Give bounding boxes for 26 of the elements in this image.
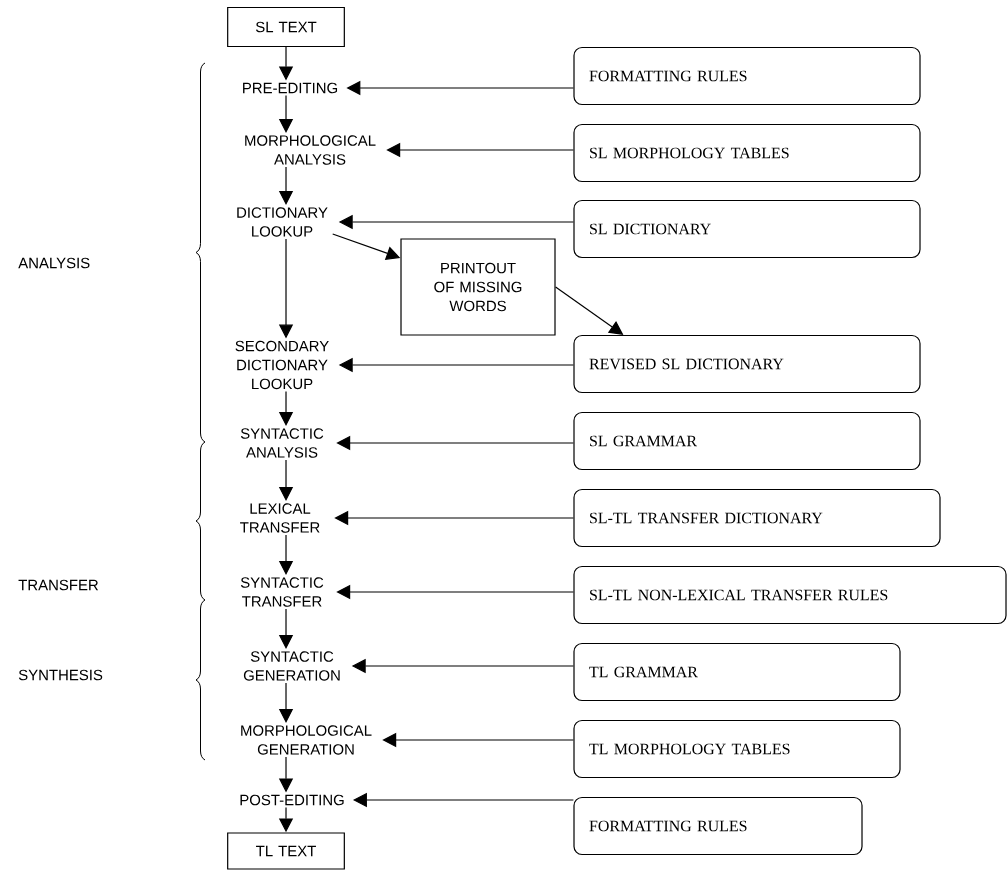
step-label: PRE-EDITING <box>243 82 338 94</box>
resource-box: SL-TL TRANSFER DICTIONARY <box>573 488 941 548</box>
step-label: LEXICAL TRANSFER <box>240 503 320 533</box>
phase-label: ANALYSIS <box>18 257 90 269</box>
text-box: TL TEXT <box>227 832 345 870</box>
step-label: SYNTACTIC GENERATION <box>243 651 340 681</box>
resource-box: SL GRAMMAR <box>573 411 921 471</box>
text-box: SL TEXT <box>227 6 345 48</box>
phase-label: TRANSFER <box>18 579 99 591</box>
resource-box: SL MORPHOLOGY TABLES <box>573 123 921 183</box>
step-label: SYNTACTIC TRANSFER <box>240 577 324 607</box>
resource-box: SL-TL NON-LEXICAL TRANSFER RULES <box>573 565 1007 625</box>
text-box: PRINTOUT OF MISSING WORDS <box>400 238 556 336</box>
resource-box: REVISED SL DICTIONARY <box>573 334 921 394</box>
step-label: SECONDARY DICTIONARY LOOKUP <box>235 340 329 390</box>
resource-box: TL MORPHOLOGY TABLES <box>573 719 901 779</box>
resource-box: SL DICTIONARY <box>573 199 921 259</box>
step-label: DICTIONARY LOOKUP <box>237 207 328 237</box>
resource-box: FORMATTING RULES <box>573 796 863 856</box>
resource-box: TL GRAMMAR <box>573 642 901 702</box>
step-label: MORPHOLOGICAL GENERATION <box>241 725 372 755</box>
phase-label: SYNTHESIS <box>18 669 103 681</box>
step-label: POST-EDITING <box>240 794 344 806</box>
step-label: SYNTACTIC ANALYSIS <box>240 428 324 458</box>
resource-box: FORMATTING RULES <box>573 46 921 106</box>
step-label: MORPHOLOGICAL ANALYSIS <box>245 135 376 165</box>
